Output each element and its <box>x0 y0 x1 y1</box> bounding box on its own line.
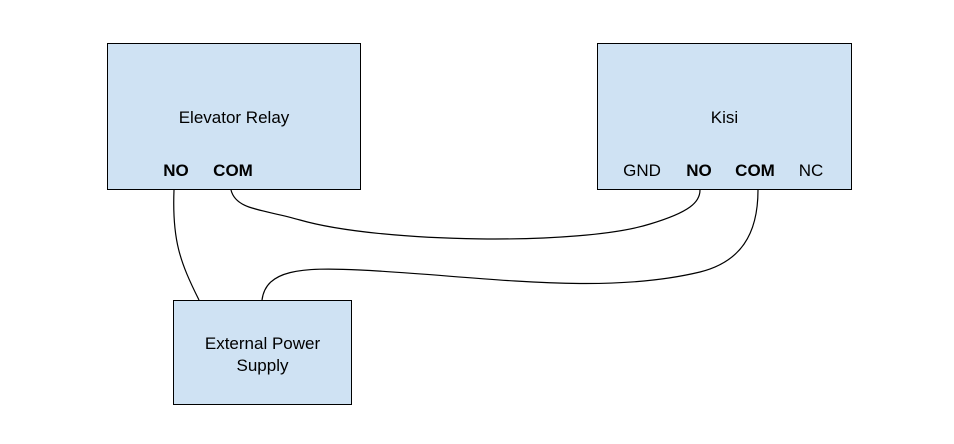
relay-com-terminal: COM <box>213 161 253 180</box>
elevator-relay-title: Elevator Relay <box>178 108 290 127</box>
kisi-no-terminal: NO <box>686 161 712 180</box>
relay-no-terminal: NO <box>163 161 189 180</box>
kisi-title: Kisi <box>710 108 739 127</box>
power-supply-title-line2: Supply <box>236 356 289 375</box>
elevator-relay-box: Elevator Relay NO COM <box>107 43 361 190</box>
kisi-box: Kisi GND NO COM NC <box>597 43 852 190</box>
wire-relay-com-to-kisi-no <box>230 189 701 240</box>
kisi-nc-terminal: NC <box>798 161 824 180</box>
wire-relay-no-to-power-supply <box>173 189 200 301</box>
wire-kisi-com-to-power-supply <box>261 189 759 301</box>
power-supply-title-line1: External Power <box>204 334 321 353</box>
power-supply-title: External Power Supply <box>174 333 351 377</box>
kisi-com-terminal: COM <box>735 161 775 180</box>
kisi-gnd-terminal: GND <box>623 161 661 180</box>
external-power-supply-box: External Power Supply <box>173 300 352 405</box>
